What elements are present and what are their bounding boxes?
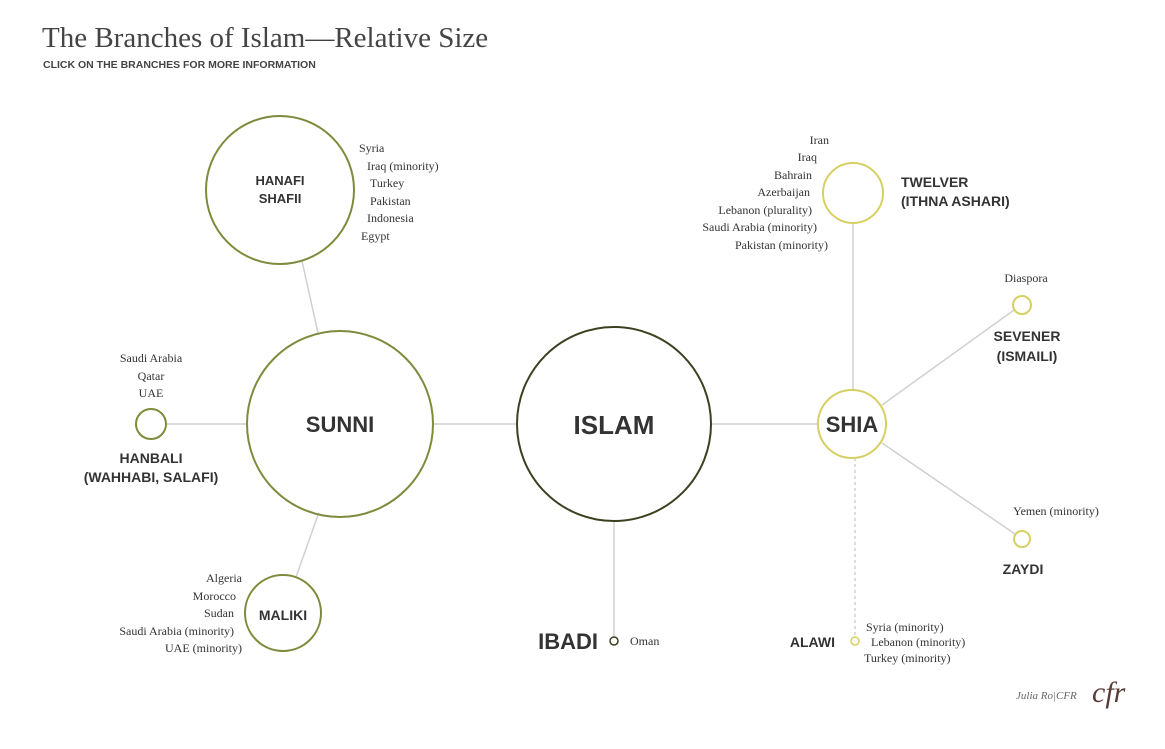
ibadi-country: Oman bbox=[630, 634, 659, 648]
country-label: Sudan bbox=[204, 606, 234, 620]
page-title: The Branches of Islam—Relative Size bbox=[42, 22, 488, 54]
country-label: Syria (minority) bbox=[866, 620, 944, 634]
page-subtitle: CLICK ON THE BRANCHES FOR MORE INFORMATI… bbox=[43, 59, 316, 71]
link-hanafi-sunni bbox=[301, 260, 319, 334]
country-label: Lebanon (minority) bbox=[871, 635, 965, 649]
wahhabi-label: (WAHHABI, SALAFI) bbox=[84, 469, 219, 485]
sunni-label: SUNNI bbox=[306, 412, 374, 437]
node-shia[interactable]: SHIA bbox=[817, 389, 887, 459]
country-label: Syria bbox=[359, 141, 385, 155]
ismaili-label: (ISMAILI) bbox=[997, 348, 1058, 364]
country-label: Turkey (minority) bbox=[864, 651, 951, 665]
node-maliki[interactable]: MALIKI bbox=[244, 574, 322, 652]
link-maliki-sunni bbox=[295, 514, 319, 578]
islam-label: ISLAM bbox=[574, 410, 655, 440]
country-label: Bahrain bbox=[774, 168, 812, 182]
country-label: Egypt bbox=[361, 229, 390, 243]
node-sunni[interactable]: SUNNI bbox=[246, 330, 434, 518]
sevener-country: Diaspora bbox=[1004, 271, 1048, 285]
hanafi-label: HANAFI bbox=[255, 173, 304, 188]
country-label: Iraq (minority) bbox=[367, 159, 439, 173]
country-label: Iran bbox=[810, 133, 829, 147]
ibadi-label: IBADI bbox=[538, 629, 598, 654]
links bbox=[166, 223, 1016, 637]
link-sevener-shia bbox=[881, 309, 1015, 406]
country-label: Indonesia bbox=[367, 211, 414, 225]
node-sevener[interactable]: SEVENER (ISMAILI) Diaspora bbox=[994, 271, 1061, 364]
ithna-ashari-label: (ITHNA ASHARI) bbox=[901, 193, 1010, 209]
alawi-countries: Syria (minority) Lebanon (minority) Turk… bbox=[864, 620, 965, 665]
maliki-countries: Algeria Morocco Sudan Saudi Arabia (mino… bbox=[119, 571, 242, 655]
credit: Julia Ro|CFR bbox=[1016, 690, 1077, 702]
country-label: UAE bbox=[139, 386, 164, 400]
country-label: Qatar bbox=[138, 369, 165, 383]
country-label: Pakistan (minority) bbox=[735, 238, 828, 252]
node-zaydi[interactable]: ZAYDI Yemen (minority) bbox=[1003, 504, 1099, 577]
node-ibadi[interactable]: IBADI Oman bbox=[538, 629, 659, 654]
country-label: Algeria bbox=[206, 571, 243, 585]
country-label: Saudi Arabia (minority) bbox=[702, 220, 817, 234]
country-label: Saudi Arabia (minority) bbox=[119, 624, 234, 638]
hanbali-label: HANBALI bbox=[120, 450, 183, 466]
country-label: Lebanon (plurality) bbox=[718, 203, 812, 217]
sevener-label: SEVENER bbox=[994, 328, 1061, 344]
shafii-label: SHAFII bbox=[259, 191, 302, 206]
node-islam[interactable]: ISLAM bbox=[516, 326, 712, 522]
country-label: Iraq bbox=[798, 150, 817, 164]
country-label: Morocco bbox=[193, 589, 236, 603]
node-hanbali[interactable]: HANBALI (WAHHABI, SALAFI) bbox=[84, 408, 219, 485]
country-label: Saudi Arabia bbox=[120, 351, 183, 365]
country-label: Turkey bbox=[370, 176, 404, 190]
link-zaydi-shia bbox=[881, 442, 1016, 535]
zaydi-label: ZAYDI bbox=[1003, 561, 1044, 577]
maliki-label: MALIKI bbox=[259, 607, 307, 623]
country-label: Pakistan bbox=[370, 194, 411, 208]
node-twelver[interactable]: TWELVER (ITHNA ASHARI) bbox=[822, 162, 1010, 224]
hanafi-countries: Syria Iraq (minority) Turkey Pakistan In… bbox=[359, 141, 439, 243]
alawi-label: ALAWI bbox=[790, 634, 835, 650]
zaydi-country: Yemen (minority) bbox=[1013, 504, 1099, 518]
shia-label: SHIA bbox=[826, 412, 879, 437]
twelver-label: TWELVER bbox=[901, 174, 968, 190]
twelver-countries: Iran Iraq Bahrain Azerbaijan Lebanon (pl… bbox=[702, 133, 829, 252]
node-hanafi[interactable]: HANAFI SHAFII bbox=[205, 115, 355, 265]
country-label: UAE (minority) bbox=[165, 641, 242, 655]
hanbali-countries: Saudi Arabia Qatar UAE bbox=[120, 351, 183, 400]
cfr-logo: cfr bbox=[1092, 676, 1126, 709]
country-label: Azerbaijan bbox=[757, 185, 810, 199]
node-alawi[interactable]: ALAWI bbox=[790, 634, 860, 650]
